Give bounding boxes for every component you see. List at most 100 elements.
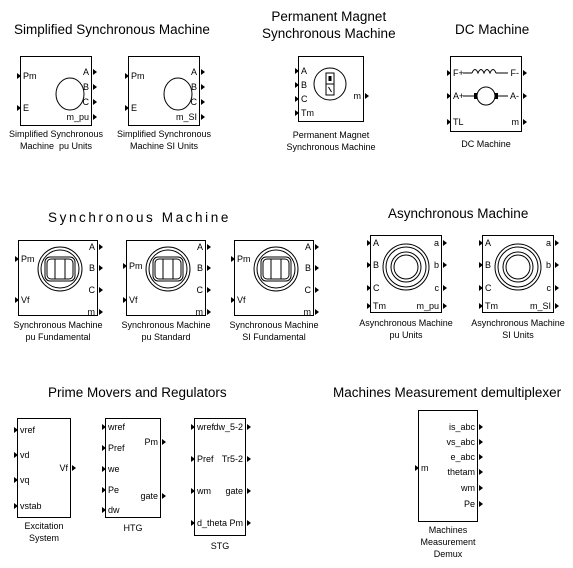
output-port-arrow[interactable] — [479, 439, 483, 445]
output-port-arrow[interactable] — [247, 488, 251, 494]
output-port-arrow[interactable] — [523, 70, 527, 76]
output-port-arrow[interactable] — [523, 119, 527, 125]
output-port-arrow[interactable] — [247, 456, 251, 462]
output-port-arrow[interactable] — [207, 244, 211, 250]
input-port-arrow[interactable] — [123, 263, 127, 269]
input-port-arrow[interactable] — [102, 445, 106, 451]
output-port-arrow[interactable] — [315, 287, 319, 293]
input-port-arrow[interactable] — [295, 96, 299, 102]
output-port-m: m — [353, 91, 362, 101]
output-port-arrow[interactable] — [315, 244, 319, 250]
input-port-arrow[interactable] — [231, 297, 235, 303]
output-port-arrow[interactable] — [315, 265, 319, 271]
output-port-arrow[interactable] — [479, 485, 483, 491]
output-port-arrow[interactable] — [365, 93, 369, 99]
output-port-arrow[interactable] — [162, 493, 166, 499]
input-port-arrow[interactable] — [231, 256, 235, 262]
block-excitation[interactable] — [17, 418, 71, 518]
input-port-arrow[interactable] — [191, 488, 195, 494]
input-port-arrow[interactable] — [295, 68, 299, 74]
input-port-arrow[interactable] — [415, 465, 419, 471]
input-port-arrow[interactable] — [14, 452, 18, 458]
input-port-arrow[interactable] — [14, 427, 18, 433]
output-port-b: B — [196, 263, 203, 273]
input-port-arrow[interactable] — [17, 73, 21, 79]
output-port-arrow[interactable] — [201, 84, 205, 90]
input-port-arrow[interactable] — [123, 297, 127, 303]
input-port-arrow[interactable] — [447, 93, 451, 99]
output-port-arrow[interactable] — [555, 285, 559, 291]
output-port-c: C — [82, 97, 90, 107]
block-dc[interactable] — [450, 56, 522, 132]
output-port-arrow[interactable] — [207, 309, 211, 315]
input-port-arrow[interactable] — [479, 262, 483, 268]
input-port-arrow[interactable] — [125, 105, 129, 111]
output-port-arrow[interactable] — [207, 265, 211, 271]
output-port-arrow[interactable] — [247, 520, 251, 526]
input-port-arrow[interactable] — [15, 256, 19, 262]
block-caption: HTG — [123, 523, 143, 533]
output-port-arrow[interactable] — [555, 240, 559, 246]
output-port-arrow[interactable] — [479, 454, 483, 460]
input-port-tm: Tm — [485, 301, 498, 311]
input-port-arrow[interactable] — [102, 487, 106, 493]
output-port-arrow[interactable] — [201, 69, 205, 75]
output-port-arrow[interactable] — [72, 465, 76, 471]
output-port-arrow[interactable] — [93, 69, 97, 75]
output-port-arrow[interactable] — [201, 99, 205, 105]
input-port-arrow[interactable] — [295, 110, 299, 116]
output-port-arrow[interactable] — [555, 303, 559, 309]
output-port-arrow[interactable] — [443, 262, 447, 268]
output-port-arrow[interactable] — [479, 424, 483, 430]
output-port-arrow[interactable] — [93, 114, 97, 120]
input-port-arrow[interactable] — [479, 285, 483, 291]
output-port-arrow[interactable] — [443, 285, 447, 291]
output-port-arrow[interactable] — [99, 265, 103, 271]
input-port-arrow[interactable] — [367, 240, 371, 246]
output-port-arrow[interactable] — [315, 309, 319, 315]
input-port-arrow[interactable] — [447, 70, 451, 76]
input-port-arrow[interactable] — [125, 73, 129, 79]
input-port-arrow[interactable] — [447, 119, 451, 125]
output-port-arrow[interactable] — [201, 114, 205, 120]
block-htg[interactable] — [105, 418, 161, 518]
input-port-arrow[interactable] — [14, 503, 18, 509]
output-port-arrow[interactable] — [93, 84, 97, 90]
input-port-arrow[interactable] — [295, 82, 299, 88]
output-port-arrow[interactable] — [99, 287, 103, 293]
input-port-arrow[interactable] — [102, 466, 106, 472]
output-port-arrow[interactable] — [93, 99, 97, 105]
output-port-arrow[interactable] — [207, 287, 211, 293]
input-port-arrow[interactable] — [191, 520, 195, 526]
output-port-arrow[interactable] — [479, 469, 483, 475]
output-port-b: b — [545, 260, 551, 270]
input-port-arrow[interactable] — [17, 105, 21, 111]
output-port-arrow[interactable] — [443, 240, 447, 246]
block-stg[interactable] — [194, 418, 246, 536]
input-port-arrow[interactable] — [102, 507, 106, 513]
output-port-arrow[interactable] — [162, 439, 166, 445]
block-asm-pu[interactable] — [370, 235, 442, 313]
input-port-vstab: vstab — [20, 501, 42, 511]
input-port-arrow[interactable] — [15, 297, 19, 303]
output-port-c: C — [88, 285, 96, 295]
input-port-arrow[interactable] — [191, 456, 195, 462]
input-port-arrow[interactable] — [14, 477, 18, 483]
input-port-arrow[interactable] — [191, 424, 195, 430]
output-port-arrow[interactable] — [443, 303, 447, 309]
input-port-arrow[interactable] — [367, 303, 371, 309]
input-port-arrow[interactable] — [479, 303, 483, 309]
output-port-arrow[interactable] — [247, 424, 251, 430]
output-port-arrow[interactable] — [479, 501, 483, 507]
output-port-arrow[interactable] — [99, 309, 103, 315]
input-port-arrow[interactable] — [367, 262, 371, 268]
input-port-m: m — [421, 463, 429, 473]
input-port-arrow[interactable] — [479, 240, 483, 246]
input-port-arrow[interactable] — [102, 424, 106, 430]
output-port-arrow[interactable] — [555, 262, 559, 268]
block-asm-si[interactable] — [482, 235, 554, 313]
block-demux[interactable] — [418, 410, 478, 522]
output-port-arrow[interactable] — [99, 244, 103, 250]
output-port-arrow[interactable] — [523, 93, 527, 99]
input-port-arrow[interactable] — [367, 285, 371, 291]
